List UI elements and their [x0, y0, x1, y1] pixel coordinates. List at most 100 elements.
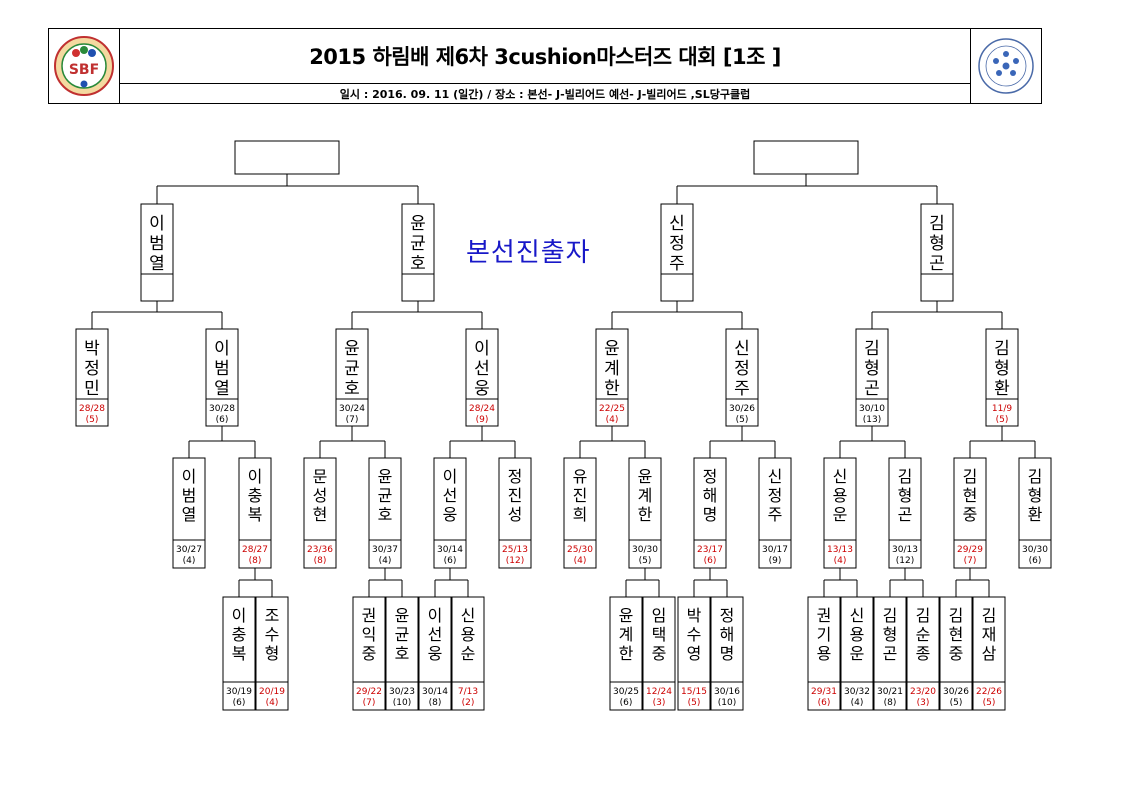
player-name: 선: [443, 486, 458, 505]
player-name-box: [335, 328, 369, 400]
player-score-box: [595, 398, 629, 427]
player-name: 복: [248, 505, 263, 524]
player-inning: (13): [863, 415, 881, 425]
player-name: 중: [963, 505, 978, 524]
player-inning: (8): [314, 556, 327, 566]
player-score-box: [368, 539, 402, 569]
player-name-box: [140, 203, 174, 275]
final-slot-right: [753, 140, 859, 175]
player-score: 30/26: [729, 404, 755, 414]
player-name-box: [222, 596, 256, 683]
player-inning: (7): [346, 415, 359, 425]
player-name: 정: [703, 467, 718, 486]
player-score-box: [920, 273, 954, 302]
player-name: 수: [265, 625, 280, 644]
player-name: 한: [604, 379, 620, 399]
player-name: 이: [149, 214, 165, 234]
player-name: 윤: [344, 339, 360, 359]
player-score: 30/28: [209, 404, 235, 414]
player-name-box: [1018, 457, 1052, 541]
player-name-box: [939, 596, 973, 683]
player-name: 용: [850, 625, 865, 644]
player-inning: (5): [736, 415, 749, 425]
player-name: 중: [652, 644, 667, 663]
final-slot-left: [234, 140, 340, 175]
player-score: 29/22: [356, 687, 382, 697]
player-name: 형: [898, 486, 913, 505]
player-name: 형: [929, 234, 945, 254]
player-score: 30/19: [226, 687, 252, 697]
player-name: 중: [949, 644, 964, 663]
player-inning: (4): [266, 698, 279, 708]
player-name: 용: [817, 644, 832, 663]
player-score: 25/13: [502, 545, 528, 555]
player-name: 기: [817, 625, 832, 644]
player-name: 이: [443, 467, 458, 486]
player-name: 김: [864, 339, 880, 359]
player-name: 김: [963, 467, 978, 486]
player-inning: (3): [917, 698, 930, 708]
player-name-box: [906, 596, 940, 683]
player-name: 범: [182, 486, 197, 505]
player-name: 김: [949, 606, 964, 625]
player-name: 한: [619, 644, 634, 663]
player-name-box: [953, 457, 987, 541]
player-name-box: [172, 457, 206, 541]
player-name: 이: [474, 339, 490, 359]
svg-text:SBF: SBF: [69, 62, 99, 78]
sbf-logo-icon: SBF: [54, 36, 114, 96]
ssc-logo-icon: [978, 38, 1034, 94]
player-score: 29/29: [957, 545, 983, 555]
player-inning: (4): [183, 556, 196, 566]
player-name: 명: [720, 644, 735, 663]
player-name: 김: [898, 467, 913, 486]
player-name-box: [368, 457, 402, 541]
player-score-box: [609, 681, 643, 711]
player-name: 호: [410, 254, 426, 274]
player-name: 형: [1028, 486, 1043, 505]
player-score: 15/15: [681, 687, 707, 697]
player-score-box: [807, 681, 841, 711]
player-name: 김: [929, 214, 945, 234]
player-score-box: [873, 681, 907, 711]
player-score-box: [1018, 539, 1052, 569]
page-title: 2015 하림배 제6차 3cushion마스터즈 대회 [1조 ]: [309, 45, 781, 69]
player-name-box: [888, 457, 922, 541]
player-name: 신: [734, 339, 750, 359]
player-inning: (10): [718, 698, 736, 708]
player-name: 형: [265, 644, 280, 663]
player-name: 박: [84, 339, 100, 359]
player-score-box: [418, 681, 452, 711]
player-inning: (6): [1029, 556, 1042, 566]
player-name: 재: [982, 625, 997, 644]
player-inning: (9): [769, 556, 782, 566]
player-inning: (8): [429, 698, 442, 708]
player-name: 범: [149, 234, 165, 254]
player-name: 신: [461, 606, 476, 625]
player-score: 30/13: [892, 545, 918, 555]
player-score-box: [906, 681, 940, 711]
player-score: 28/24: [469, 404, 495, 414]
player-name: 민: [84, 379, 100, 399]
player-name: 주: [768, 505, 783, 524]
player-name: 용: [833, 486, 848, 505]
player-name-box: [352, 596, 386, 683]
player-score-box: [758, 539, 792, 569]
player-name: 선: [428, 625, 443, 644]
player-name: 곤: [929, 254, 945, 274]
player-inning: (4): [574, 556, 587, 566]
player-name-box: [985, 328, 1019, 400]
player-name: 계: [638, 486, 653, 505]
player-score-box: [628, 539, 662, 569]
player-name: 영: [687, 644, 702, 663]
player-name: 박: [687, 606, 702, 625]
player-name: 주: [734, 379, 750, 399]
player-inning: (7): [363, 698, 376, 708]
player-inning: (4): [851, 698, 864, 708]
player-score-box: [140, 273, 174, 302]
player-name: 진: [573, 486, 588, 505]
player-name: 정: [768, 486, 783, 505]
player-name-box: [642, 596, 676, 683]
player-inning: (4): [834, 556, 847, 566]
